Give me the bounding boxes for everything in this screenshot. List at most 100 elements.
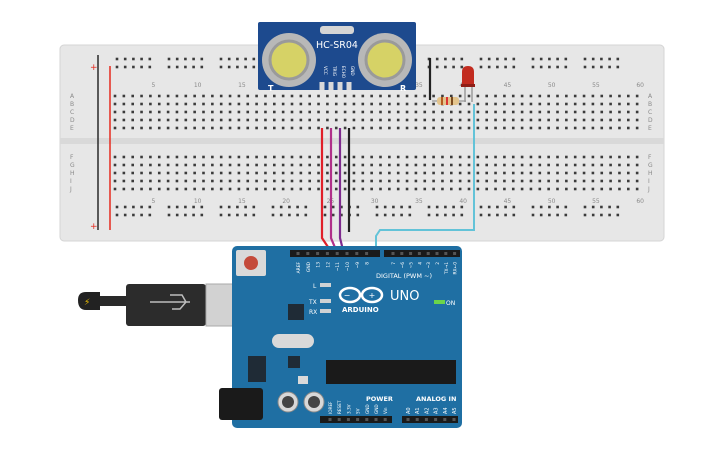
- breadboard-hole: [618, 187, 621, 191]
- rail-hole: [304, 213, 308, 217]
- rail-hole: [392, 213, 395, 217]
- rail-hole: [115, 213, 119, 217]
- breadboard-hole: [520, 163, 524, 167]
- breadboard-hole: [379, 179, 382, 183]
- breadboard-hole: [193, 118, 196, 122]
- breadboard-hole: [538, 102, 542, 106]
- breadboard-hole: [405, 102, 409, 106]
- breadboard-hole: [396, 94, 400, 98]
- header-hole: [345, 252, 349, 255]
- breadboard-hole: [175, 118, 179, 122]
- rail-hole: [564, 65, 568, 69]
- breadboard-hole: [441, 163, 444, 167]
- breadboard-hole: [520, 94, 524, 98]
- breadboard-hole: [211, 179, 214, 183]
- rail-hole: [252, 205, 256, 209]
- analog-pin-label: A5: [452, 407, 458, 414]
- breadboard-hole: [361, 163, 365, 167]
- breadboard-hole: [246, 110, 250, 114]
- breadboard-hole: [503, 155, 506, 159]
- breadboard-hole: [281, 126, 285, 130]
- breadboard-hole: [157, 155, 161, 159]
- breadboard-hole: [352, 110, 356, 114]
- breadboard-center-channel: [60, 138, 664, 144]
- breadboard-hole: [476, 171, 480, 175]
- breadboard-hole: [175, 163, 179, 167]
- digital-pin-label: AREF: [296, 262, 302, 274]
- breadboard-hole: [237, 102, 241, 106]
- breadboard-hole: [609, 171, 612, 175]
- breadboard-hole: [556, 94, 559, 98]
- arduino-uno[interactable]: − + ARDUINO UNO ON L TX RX DIGITAL (PWM …: [219, 246, 462, 428]
- breadboard-hole: [467, 102, 471, 106]
- resistor[interactable]: [432, 97, 466, 105]
- breadboard-hole: [299, 118, 303, 122]
- digital-pin-label: ~6: [400, 262, 406, 269]
- rail-hole: [375, 205, 379, 209]
- breadboard-hole: [131, 118, 134, 122]
- breadboard-hole: [618, 126, 621, 130]
- usb-icon: [150, 294, 190, 310]
- breadboard-hole: [361, 102, 365, 106]
- rail-hole: [583, 213, 587, 217]
- led[interactable]: [461, 66, 475, 102]
- breadboard-hole: [432, 171, 435, 175]
- breadboard-hole: [485, 179, 488, 183]
- rail-hole: [244, 213, 247, 217]
- rail-hole: [583, 57, 587, 61]
- breadboard-hole: [494, 155, 497, 159]
- breadboard-hole: [573, 102, 577, 106]
- rail-hole: [531, 205, 535, 209]
- reset-button[interactable]: [244, 256, 258, 270]
- column-number: 45: [504, 198, 512, 205]
- breadboard-hole: [538, 94, 542, 98]
- breadboard-hole: [175, 126, 179, 130]
- breadboard-hole: [494, 102, 497, 106]
- sensor-pin-label: VCC: [323, 66, 328, 75]
- rail-hole: [184, 57, 187, 61]
- header-hole: [374, 418, 378, 421]
- breadboard-hole: [476, 94, 480, 98]
- power-pin-label: Vin: [383, 407, 388, 414]
- breadboard-hole: [299, 187, 303, 191]
- rail-hole: [244, 65, 247, 69]
- breadboard-hole: [299, 102, 303, 106]
- breadboard-hole: [450, 187, 453, 191]
- rx-label: RX: [309, 309, 317, 316]
- breadboard-hole: [556, 179, 559, 183]
- breadboard-hole: [193, 179, 196, 183]
- breadboard-hole: [219, 110, 223, 114]
- rail-hole: [123, 205, 127, 209]
- breadboard-hole: [361, 110, 365, 114]
- rail-hole: [184, 213, 187, 217]
- breadboard-hole: [370, 187, 373, 191]
- sensor-crystal: [320, 26, 354, 34]
- breadboard-hole: [591, 155, 595, 159]
- breadboard-hole: [388, 126, 391, 130]
- header-hole: [443, 418, 447, 421]
- breadboard-hole: [308, 102, 311, 106]
- breadboard-hole: [370, 179, 373, 183]
- breadboard-hole: [591, 118, 595, 122]
- rail-hole: [323, 205, 327, 209]
- rail-hole: [123, 65, 127, 69]
- breadboard-hole: [184, 179, 188, 183]
- rail-hole: [192, 205, 195, 209]
- breadboard-hole: [396, 110, 400, 114]
- breadboard-hole: [122, 163, 126, 167]
- header-hole: [415, 418, 419, 421]
- breadboard-hole: [520, 126, 524, 130]
- rail-hole: [616, 205, 620, 209]
- transducer-left-inner: [268, 39, 310, 81]
- breadboard-hole: [131, 179, 134, 183]
- resistor-band: [441, 97, 443, 105]
- sensor-name: HC-SR04: [316, 40, 358, 51]
- breadboard-hole: [308, 118, 311, 122]
- breadboard-hole: [396, 118, 400, 122]
- breadboard-hole: [326, 118, 329, 122]
- breadboard-hole: [388, 179, 391, 183]
- rail-hole: [556, 65, 559, 69]
- rail-hole: [271, 213, 275, 217]
